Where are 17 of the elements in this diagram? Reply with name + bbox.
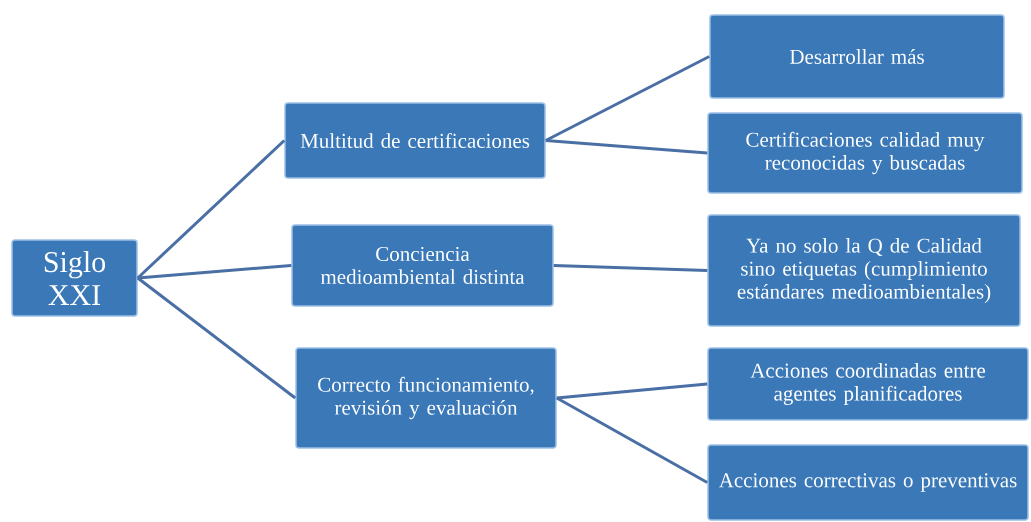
process-box: Acciones correctivas o preventivas	[707, 444, 1029, 521]
process-box: Acciones coordinadas entre agentes planificadores	[707, 347, 1029, 421]
connector-line	[556, 382, 708, 400]
connector-line	[545, 55, 710, 142]
process-box: Ya no solo la Q de Calidad sino etiquetas (cumplimiento estándares medioambientales)	[707, 214, 1021, 327]
process-box: Multitud de certificaciones	[284, 102, 546, 179]
process-box: Correcto funcionamiento, revisión y evaluación	[295, 347, 557, 449]
process-box: Siglo XXI	[11, 239, 138, 317]
connector-line	[553, 264, 708, 272]
connector-line	[545, 139, 708, 155]
connector-line	[136, 276, 297, 400]
connector-line	[136, 139, 286, 280]
process-box: Conciencia medioambiental distinta	[291, 224, 554, 307]
process-box: Certificaciones calidad muy reconocidas y buscadas	[707, 112, 1023, 194]
connector-line	[556, 396, 708, 484]
connector-line	[137, 264, 292, 280]
process-box: Desarrollar más	[709, 14, 1005, 99]
